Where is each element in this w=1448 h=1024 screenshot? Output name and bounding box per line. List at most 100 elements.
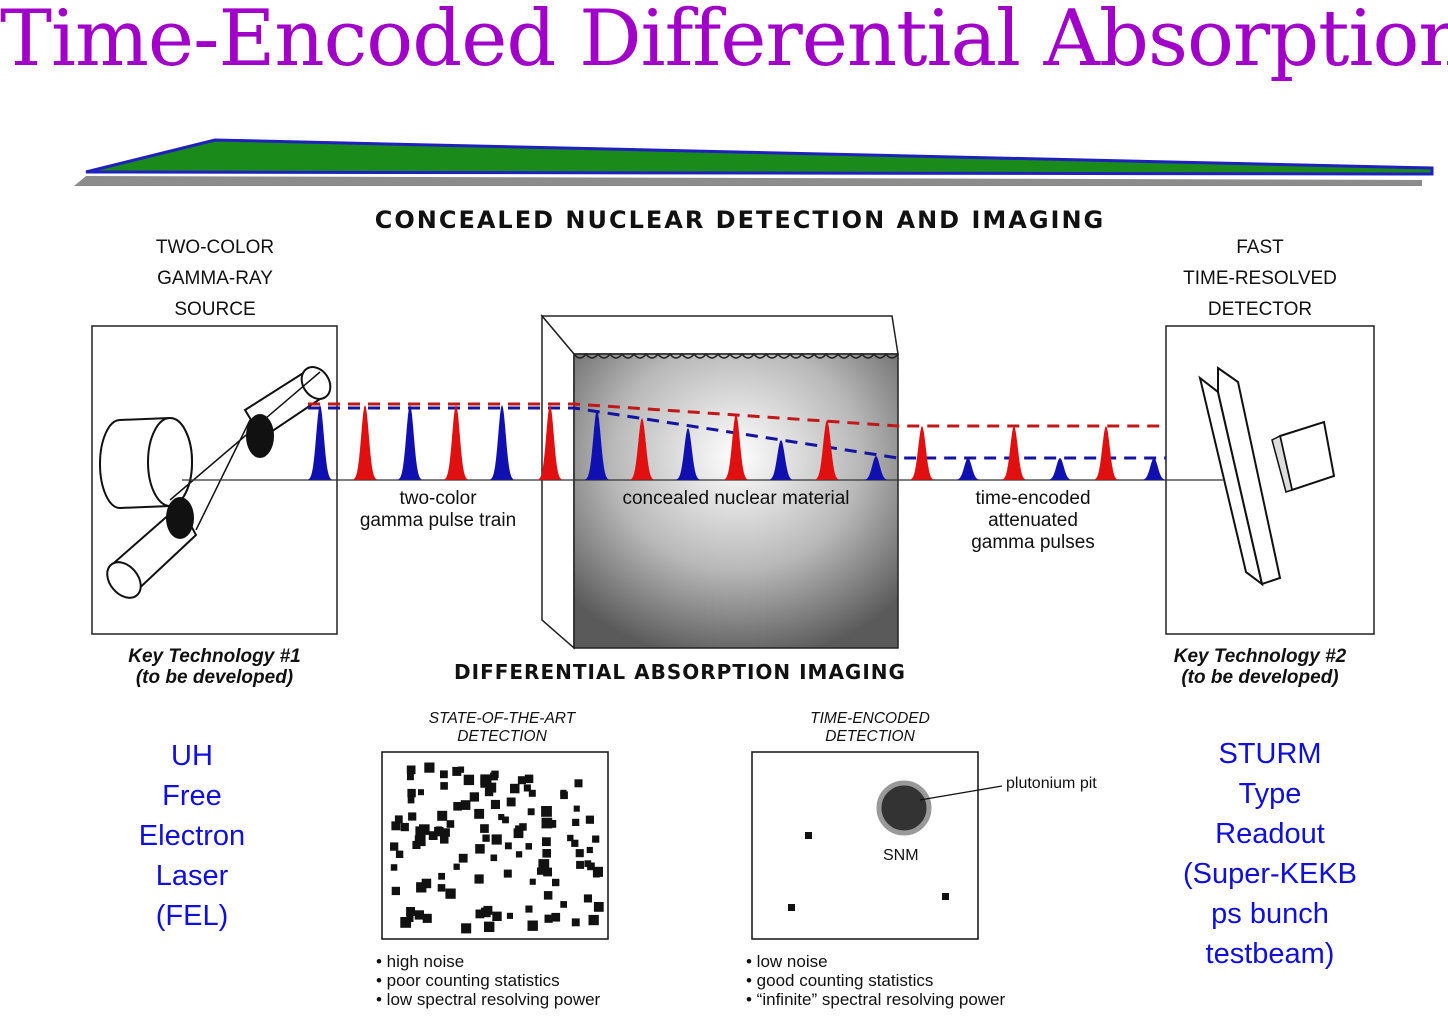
noise-pixel (537, 867, 545, 875)
concealed-material-container (540, 313, 899, 650)
detector-label: FAST TIME-RESOLVED DETECTOR (1183, 237, 1337, 320)
blue-gamma-pulse (490, 405, 514, 480)
blue-gamma-pulse (585, 410, 609, 480)
noise-pixel (525, 843, 532, 850)
noise-pixel (542, 837, 551, 847)
noise-pixel (523, 784, 531, 792)
noise-pixel (452, 766, 462, 776)
noise-pixel (474, 808, 485, 819)
sota-noise-pixels (390, 762, 604, 934)
red-gamma-pulse (1002, 426, 1026, 480)
noise-pixel (528, 789, 536, 797)
noise-pixel (435, 826, 442, 833)
left-note: UH Free Electron Laser (FEL) (138, 740, 246, 932)
noise-pixel (446, 820, 455, 828)
plutonium-pit-icon (876, 780, 1003, 836)
noise-pixel (560, 791, 568, 800)
noise-pixel (542, 849, 551, 858)
noise-pixel (445, 888, 456, 899)
noise-pixel (394, 815, 403, 824)
noise-pixel (474, 874, 484, 884)
noise-pixel (543, 867, 552, 877)
time-encoded-image-panel (751, 751, 979, 940)
noise-pixel (438, 872, 445, 880)
noise-pixel (515, 825, 522, 832)
noise-pixel (422, 913, 432, 923)
key-technology-1: Key Technology #1 (to be developed) (128, 646, 301, 688)
noise-pixel (571, 918, 580, 927)
noise-pixel (457, 766, 465, 773)
noise-pixel (585, 815, 594, 824)
noise-pixel (515, 851, 523, 858)
noise-pixel (453, 863, 460, 870)
noise-pixel (416, 882, 427, 893)
noise-pixel (524, 774, 534, 784)
noise-pixel (414, 835, 426, 847)
noise-pixel (588, 914, 599, 926)
noise-pixel (525, 905, 533, 913)
noise-pixel (428, 831, 438, 840)
noise-pixel (482, 834, 490, 842)
noise-pixel (519, 823, 527, 831)
noise-pixel (576, 860, 585, 869)
noise-pixel (586, 846, 593, 854)
noise-pixel (458, 853, 468, 863)
noise-pixel (551, 912, 561, 922)
noise-pixel (572, 818, 580, 826)
noise-pixel (513, 828, 524, 839)
noise-pixel (548, 820, 557, 828)
noise-pixel (440, 770, 448, 779)
title-wedge (74, 138, 1434, 186)
source-label: TWO-COLOR GAMMA-RAY SOURCE (155, 237, 275, 320)
noise-pixel (424, 762, 435, 773)
noise-pixel (544, 914, 553, 923)
noise-pixel (541, 806, 552, 817)
noise-pixel (440, 782, 448, 790)
noise-pixel (400, 822, 409, 832)
noise-pixel (453, 802, 462, 811)
blue-gamma-pulse (308, 405, 332, 480)
noise-pixel (463, 774, 475, 786)
noise-pixel (490, 799, 500, 809)
noise-pixel (412, 840, 421, 849)
noise-pixel (552, 878, 560, 887)
slide-title: Time-Encoded Differential Absorption (0, 0, 1448, 84)
noise-pixel (573, 805, 580, 812)
noise-pixel (527, 920, 538, 931)
noise-pixel (504, 842, 512, 850)
noise-pixel (593, 870, 600, 878)
noise-pixel (460, 800, 471, 810)
material-label: concealed nuclear material (622, 488, 850, 509)
noise-pixel (543, 891, 553, 900)
noise-pixel (437, 884, 446, 892)
noise-pixel (567, 834, 574, 842)
blue-gamma-pulse (864, 456, 888, 480)
blue-gamma-pulse (1048, 458, 1072, 480)
noise-pixel (510, 783, 520, 794)
noise-pixel (492, 911, 502, 921)
noise-pixel (481, 907, 491, 918)
diagram-heading: CONCEALED NUCLEAR DETECTION AND IMAGING (374, 206, 1106, 234)
blue-gamma-pulse (398, 405, 422, 480)
red-gamma-pulse (724, 414, 748, 480)
noise-pixel (406, 914, 414, 922)
gamma-pulses (308, 405, 1166, 480)
imaging-heading: DIFFERENTIAL ABSORPTION IMAGING (454, 660, 906, 684)
blue-gamma-pulse (769, 440, 793, 480)
noise-pixel (584, 860, 592, 867)
noise-pixel (506, 912, 513, 919)
sota-caption: STATE-OF-THE-ART DETECTION (428, 710, 576, 745)
right-note: STURM Type Readout (Super-KEKB ps bunch … (1182, 738, 1358, 970)
red-gamma-pulse (910, 426, 934, 480)
noise-pixel (390, 842, 399, 851)
noise-pixel (490, 772, 498, 781)
noise-pixel (407, 788, 416, 798)
noise-pixel (406, 765, 416, 775)
noise-pixel (421, 878, 432, 889)
noise-pixel (390, 864, 398, 871)
noise-pixel (469, 792, 479, 802)
noise-pixel (503, 869, 512, 878)
time-encoded-pixels (788, 832, 949, 911)
noise-pixel (406, 907, 415, 916)
sota-bullets: • high noise • poor counting statistics … (376, 952, 601, 1009)
